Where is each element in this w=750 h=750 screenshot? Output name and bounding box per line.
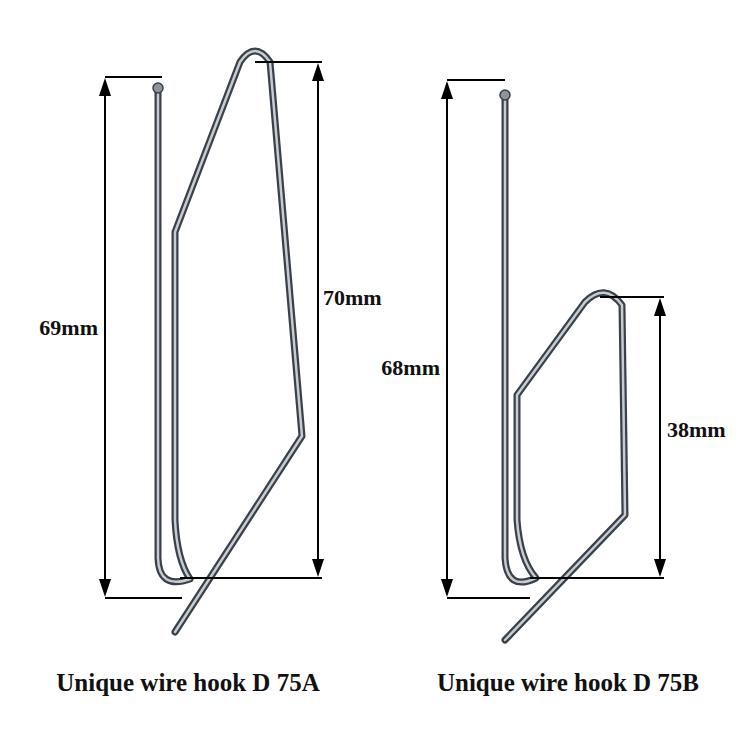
dimension-label: 69mm [39, 315, 98, 341]
caption-text: Unique wire hook D 75B [437, 669, 699, 697]
caption-text: Unique wire hook D 75A [56, 669, 319, 697]
dimension-label: 38mm [667, 417, 726, 443]
dimension-label: 68mm [381, 355, 440, 381]
dimension-label: 70mm [323, 285, 382, 311]
